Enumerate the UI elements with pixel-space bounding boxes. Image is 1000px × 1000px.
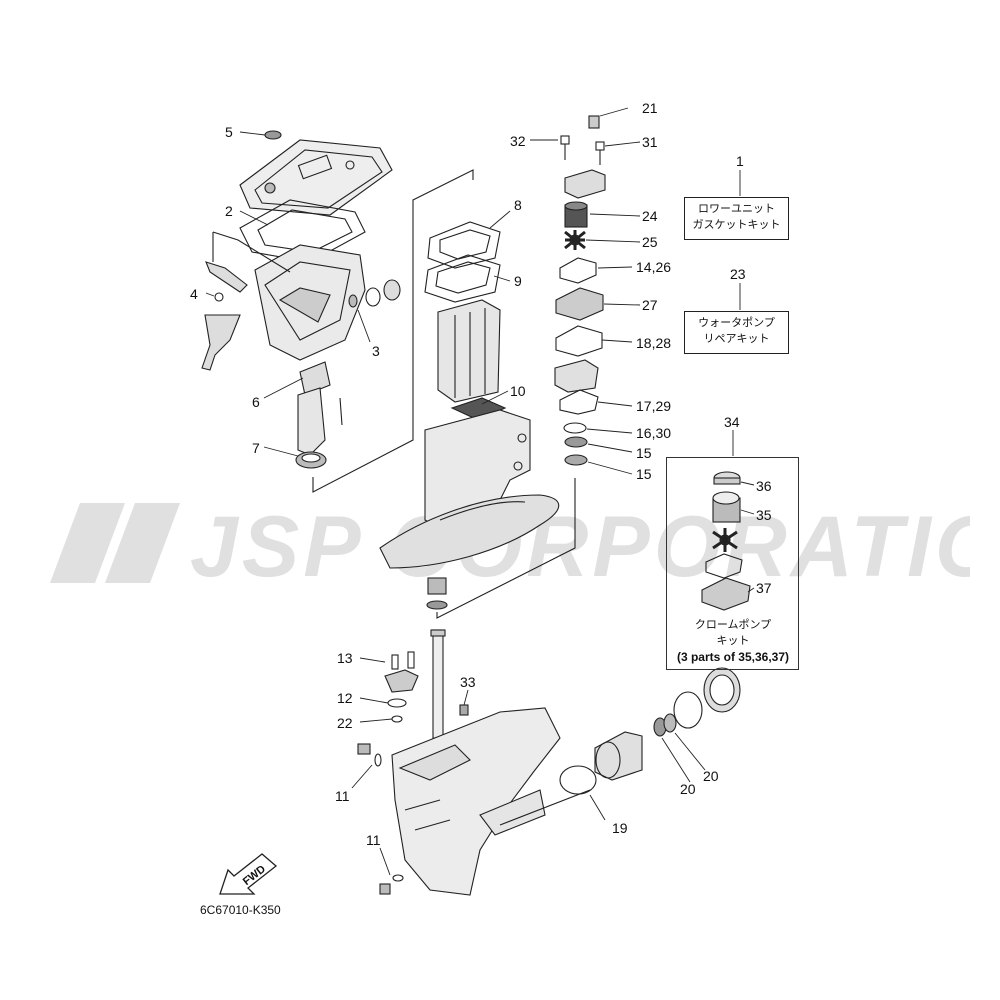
gasket-kit-box: ロワーユニット ガスケットキット (684, 197, 789, 240)
callout-17-29: 17,29 (636, 398, 672, 414)
assembly-bracket-line (312, 169, 474, 493)
part-33 (459, 704, 469, 716)
callout-32: 32 (510, 133, 526, 149)
chrome-pump-kit-box (666, 457, 799, 670)
callout-9: 9 (514, 273, 522, 289)
callout-36: 36 (756, 478, 772, 494)
oring-part-22 (391, 715, 403, 723)
insert-cartridge-24 (564, 201, 588, 228)
propshaft-line (499, 789, 591, 826)
water-pump-kit-line2: リペアキット (703, 332, 770, 345)
callout-11a: 11 (335, 788, 350, 804)
upper-casing-cover (239, 139, 393, 216)
callout-24: 24 (642, 208, 658, 224)
oil-seal-15b (564, 454, 588, 466)
callout-2: 2 (225, 203, 233, 219)
callout-31: 31 (642, 134, 658, 150)
chrome-pump-kit-line1: クロームポンプ (694, 618, 772, 631)
oil-seal-20b (663, 713, 677, 733)
driveshaft-line (436, 478, 576, 619)
callout-25: 25 (642, 234, 658, 250)
lower-gearcase (391, 707, 561, 896)
callout-21: 21 (642, 100, 658, 116)
fwd-arrow-icon: FWD (219, 853, 278, 895)
shift-bushing-13 (384, 651, 419, 693)
callout-16-30: 16,30 (636, 425, 672, 441)
callout-27: 27 (642, 297, 658, 313)
exhaust-spacer (437, 299, 501, 403)
callout-10: 10 (510, 383, 526, 399)
chrome-pump-kit-line2: キット (716, 634, 750, 647)
oring-part-19 (559, 765, 597, 795)
callout-14-26: 14,26 (636, 259, 672, 275)
callout-22: 22 (337, 715, 353, 731)
drain-bolt-11b (379, 874, 404, 895)
callout-6: 6 (252, 394, 260, 410)
callout-3: 3 (372, 343, 380, 359)
prop-shaft-housing (594, 731, 643, 781)
callout-1: 1 (736, 153, 744, 169)
drain-bolt-11a (357, 743, 382, 767)
gasket-part-9 (424, 254, 501, 303)
pump-housing-top (564, 169, 606, 199)
ring-nut (673, 667, 741, 729)
oring-part-16-30 (563, 422, 587, 434)
water-tube-part-6 (297, 361, 343, 456)
callout-20a: 20 (703, 768, 719, 784)
pump-housing-bolt-21 (588, 115, 600, 129)
bolt-part-31 (595, 141, 605, 165)
gasket-kit-line1: ロワーユニット (698, 202, 775, 215)
upper-casing-body (254, 244, 366, 361)
kit-gasket (705, 553, 743, 579)
impeller-25 (564, 230, 586, 250)
gasket-part-10 (450, 397, 507, 421)
gasket-part-18-28 (555, 325, 603, 357)
callout-4: 4 (190, 286, 198, 302)
gasket-part-14-26 (559, 257, 597, 284)
chrome-pump-kit-line3: (3 parts of 35,36,37) (676, 650, 790, 664)
callout-15a: 15 (636, 445, 652, 461)
callout-13: 13 (337, 650, 353, 666)
callout-35: 35 (756, 507, 772, 523)
outer-plate-27 (555, 287, 604, 321)
callout-5: 5 (225, 124, 233, 140)
oil-seal-15a (564, 436, 588, 448)
pump-base (554, 359, 599, 393)
gasket-part-2 (239, 199, 366, 263)
leader-lines (205, 107, 755, 876)
kit-cartridge-35 (712, 491, 741, 523)
callout-34: 34 (724, 414, 740, 430)
callout-11b: 11 (366, 832, 381, 848)
gasket-part-8 (427, 221, 501, 269)
driveshaft (430, 629, 446, 739)
callout-20b: 20 (680, 781, 696, 797)
diagram-code: 6C67010-K350 (200, 903, 281, 917)
oring-part-12 (387, 698, 407, 708)
lower-casing-upper (379, 409, 560, 569)
water-pump-kit-line1: ウォータポンプ (698, 316, 775, 329)
callout-12: 12 (337, 690, 353, 706)
pinion-gear (426, 577, 448, 610)
kit-plate-37 (701, 577, 751, 611)
bolt-part-32 (560, 135, 570, 160)
seal-part-3 (348, 279, 401, 308)
callout-18-28: 18,28 (636, 335, 672, 351)
shift-rod-assembly (201, 232, 248, 371)
callout-23: 23 (730, 266, 746, 282)
callout-33: 33 (460, 674, 476, 690)
kit-impeller (712, 528, 738, 552)
callout-15b: 15 (636, 466, 652, 482)
gasket-part-17-29 (559, 389, 599, 415)
callout-8: 8 (514, 197, 522, 213)
callout-37: 37 (756, 580, 772, 596)
callout-19: 19 (612, 820, 628, 836)
chrome-pump-kit-text: クロームポンプ キット (3 parts of 35,36,37) (668, 617, 798, 665)
water-pump-kit-box: ウォータポンプ リペアキット (684, 311, 789, 354)
gasket-kit-line2: ガスケットキット (692, 218, 781, 231)
callout-7: 7 (252, 440, 260, 456)
washer-part-5 (264, 130, 282, 140)
kit-insert-36 (713, 471, 741, 485)
